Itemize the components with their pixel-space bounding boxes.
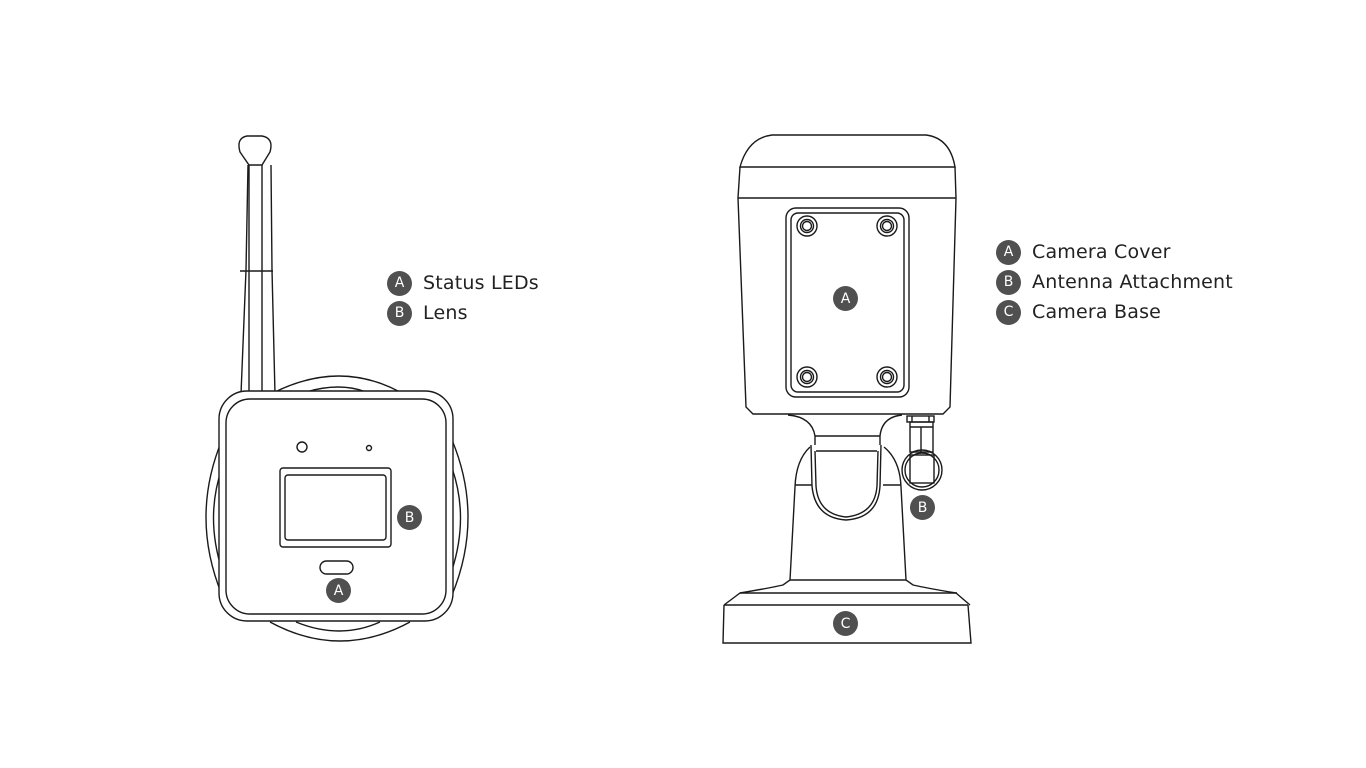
front-view-legend: A Status LEDs B Lens	[387, 268, 539, 328]
front-callout-a: A	[326, 578, 351, 603]
legend-label: Camera Cover	[1032, 241, 1171, 263]
callout-letter: A	[333, 582, 344, 599]
badge-b: B	[996, 269, 1021, 295]
legend-label: Status LEDs	[423, 272, 539, 294]
badge-b: B	[387, 300, 412, 326]
screws	[796, 215, 898, 388]
front-callout-b: B	[397, 505, 422, 530]
side-callout-a: A	[833, 286, 858, 311]
side-callout-b: B	[910, 495, 935, 520]
callout-letter: C	[840, 615, 851, 632]
badge-a: A	[996, 239, 1021, 265]
callout-letter: A	[840, 290, 851, 307]
badge-c: C	[996, 299, 1021, 325]
antenna	[238, 135, 276, 395]
antenna-connector	[901, 415, 943, 491]
legend-item-antenna-attachment: B Antenna Attachment	[996, 267, 1233, 297]
callout-letter: B	[404, 509, 415, 526]
side-callout-c: C	[833, 611, 858, 636]
side-view-legend: A Camera Cover B Antenna Attachment C Ca…	[996, 237, 1233, 327]
callout-letter: B	[917, 499, 928, 516]
side-camera-drawing	[722, 134, 972, 644]
front-camera-drawing	[205, 135, 469, 642]
badge-a: A	[387, 270, 412, 296]
legend-label: Antenna Attachment	[1032, 271, 1233, 293]
legend-label: Camera Base	[1032, 301, 1162, 323]
legend-item-status-leds: A Status LEDs	[387, 268, 539, 298]
legend-label: Lens	[423, 302, 468, 324]
legend-item-lens: B Lens	[387, 298, 539, 328]
legend-item-camera-base: C Camera Base	[996, 297, 1233, 327]
legend-item-camera-cover: A Camera Cover	[996, 237, 1233, 267]
